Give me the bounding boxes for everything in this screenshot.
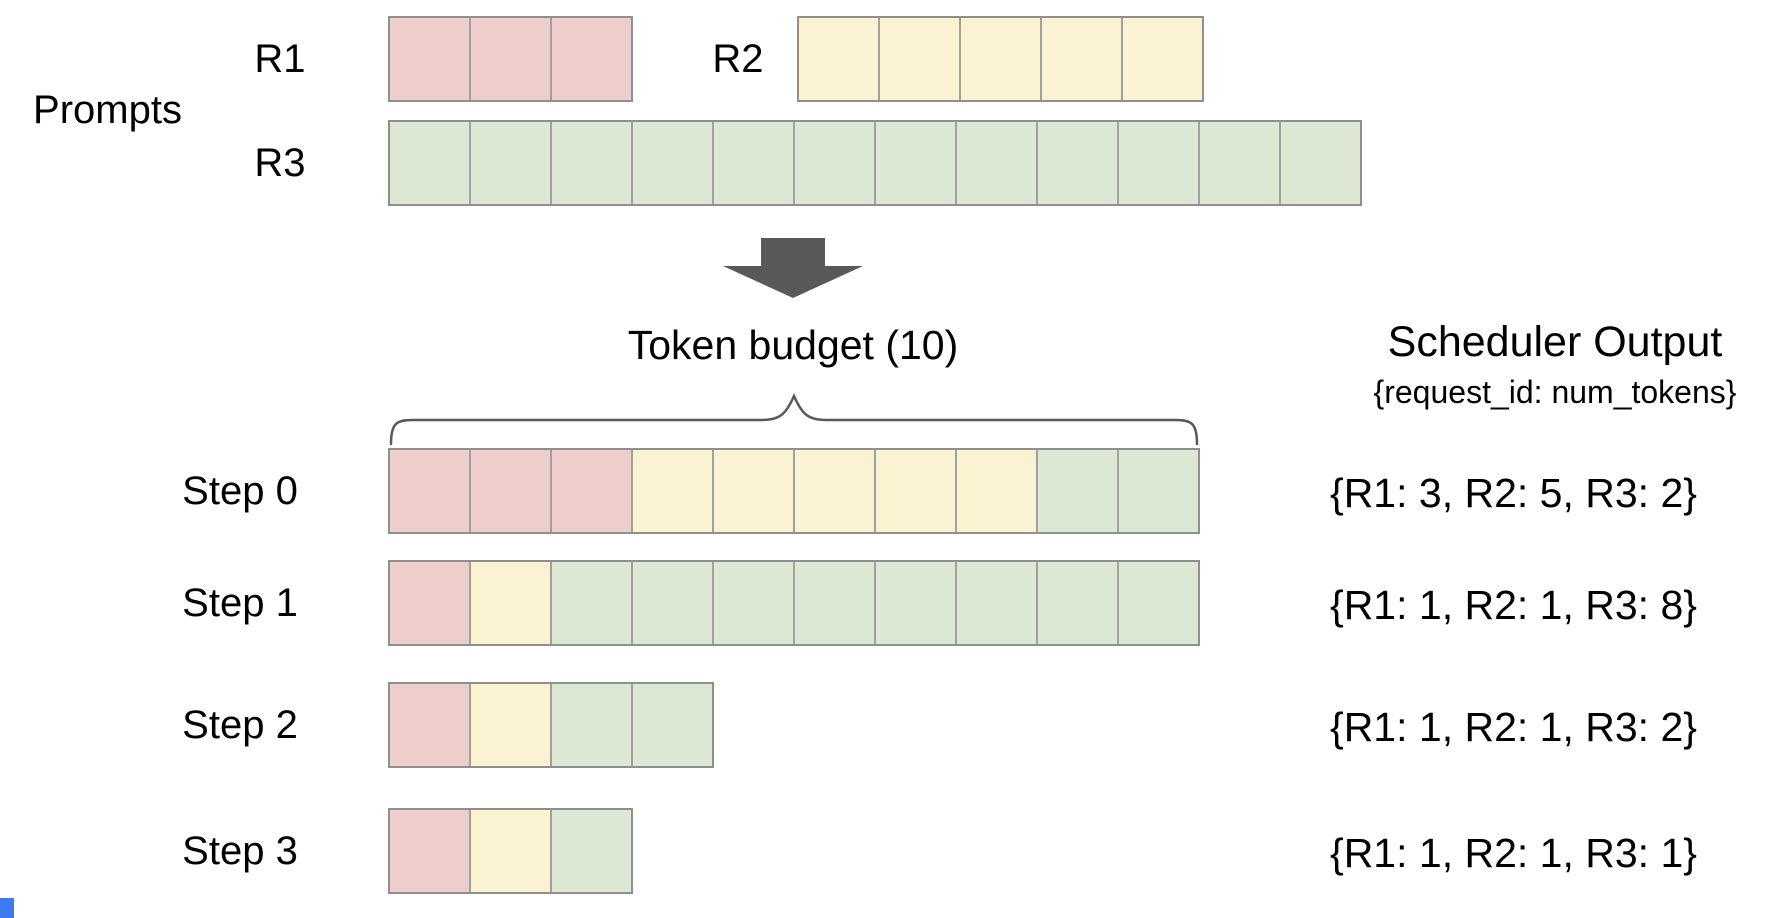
token-cell-r1 xyxy=(469,450,550,532)
step-token-strip xyxy=(388,682,714,768)
token-cell-r2 xyxy=(874,450,955,532)
prompt-row-label-r2: R2 xyxy=(712,37,764,81)
step-token-strip xyxy=(388,448,1200,534)
scheduler-output-line: {R1: 3, R2: 5, R3: 2} xyxy=(1330,470,1697,516)
token-cell-r2 xyxy=(959,18,1040,100)
token-cell-r3 xyxy=(793,562,874,644)
token-cell-r1 xyxy=(390,684,469,766)
token-cell-r3 xyxy=(550,562,631,644)
prompts-section-label: Prompts xyxy=(33,88,182,132)
step-label: Step 0 xyxy=(182,469,298,513)
token-cell-r2 xyxy=(469,684,550,766)
token-cell-r3 xyxy=(1036,122,1117,204)
token-cell-r1 xyxy=(550,18,631,100)
token-cell-r2 xyxy=(712,450,793,532)
step-row: Step 3 {R1: 1, R2: 1, R3: 1} xyxy=(0,808,1788,894)
token-cell-r2 xyxy=(469,810,550,892)
token-cell-r3 xyxy=(712,122,793,204)
token-cell-r1 xyxy=(390,562,469,644)
step-row: Step 0 {R1: 3, R2: 5, R3: 2} xyxy=(0,448,1788,534)
token-cell-r2 xyxy=(631,450,712,532)
token-cell-r3 xyxy=(793,122,874,204)
scheduler-output-subtitle: {request_id: num_tokens} xyxy=(1373,374,1737,410)
scheduler-output-title: Scheduler Output xyxy=(1387,318,1723,366)
token-cell-r3 xyxy=(1117,562,1198,644)
token-budget-label: Token budget (10) xyxy=(627,322,959,368)
token-cell-r3 xyxy=(955,122,1036,204)
token-cell-r3 xyxy=(1036,450,1117,532)
step-row: Step 2 {R1: 1, R2: 1, R3: 2} xyxy=(0,682,1788,768)
token-cell-r3 xyxy=(1279,122,1360,204)
token-cell-r1 xyxy=(390,18,469,100)
prompt-row-label-r1: R1 xyxy=(254,37,306,81)
token-cell-r2 xyxy=(469,562,550,644)
step-row: Step 1 {R1: 1, R2: 1, R3: 8} xyxy=(0,560,1788,646)
token-cell-r3 xyxy=(1036,562,1117,644)
token-cell-r3 xyxy=(874,122,955,204)
token-cell-r2 xyxy=(955,450,1036,532)
token-cell-r3 xyxy=(469,122,550,204)
prompt-row-strip-r1 xyxy=(388,16,633,102)
token-cell-r3 xyxy=(1117,122,1198,204)
scheduler-output-line: {R1: 1, R2: 1, R3: 1} xyxy=(1330,830,1697,876)
token-cell-r2 xyxy=(878,18,959,100)
token-cell-r1 xyxy=(469,18,550,100)
token-cell-r2 xyxy=(1040,18,1121,100)
step-token-strip xyxy=(388,560,1200,646)
step-label: Step 2 xyxy=(182,703,298,747)
token-cell-r3 xyxy=(712,562,793,644)
scheduler-output-line: {R1: 1, R2: 1, R3: 8} xyxy=(1330,582,1697,628)
down-arrow-icon xyxy=(723,238,863,298)
token-cell-r3 xyxy=(874,562,955,644)
token-cell-r1 xyxy=(390,450,469,532)
prompt-row-label-r3: R3 xyxy=(254,141,306,185)
token-cell-r3 xyxy=(955,562,1036,644)
prompt-row-strip-r2 xyxy=(797,16,1204,102)
corner-marker xyxy=(0,898,14,918)
token-cell-r2 xyxy=(1121,18,1202,100)
token-budget-brace xyxy=(389,392,1199,446)
token-cell-r3 xyxy=(631,684,712,766)
token-cell-r3 xyxy=(1198,122,1279,204)
step-label: Step 3 xyxy=(182,829,298,873)
token-cell-r3 xyxy=(550,122,631,204)
token-cell-r3 xyxy=(631,122,712,204)
token-cell-r3 xyxy=(550,684,631,766)
token-cell-r2 xyxy=(793,450,874,532)
token-cell-r3 xyxy=(550,810,631,892)
token-cell-r1 xyxy=(390,810,469,892)
token-cell-r3 xyxy=(390,122,469,204)
token-cell-r3 xyxy=(1117,450,1198,532)
scheduler-output-line: {R1: 1, R2: 1, R3: 2} xyxy=(1330,704,1697,750)
prompt-row-strip-r3 xyxy=(388,120,1362,206)
step-token-strip xyxy=(388,808,633,894)
token-cell-r2 xyxy=(799,18,878,100)
step-label: Step 1 xyxy=(182,581,298,625)
token-cell-r1 xyxy=(550,450,631,532)
token-cell-r3 xyxy=(631,562,712,644)
